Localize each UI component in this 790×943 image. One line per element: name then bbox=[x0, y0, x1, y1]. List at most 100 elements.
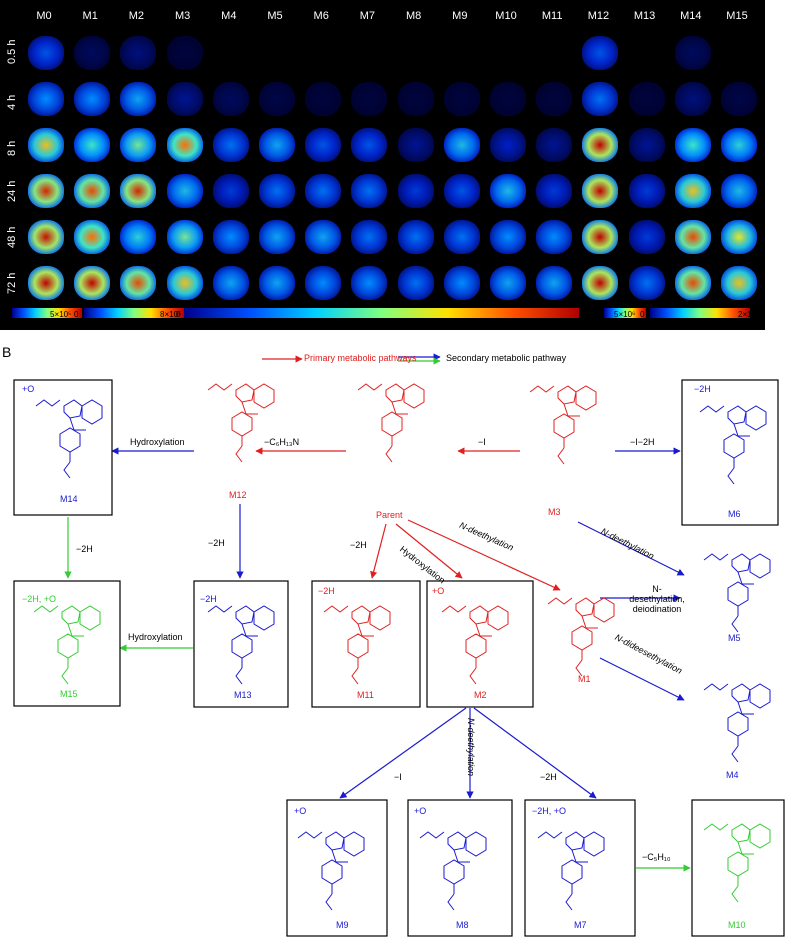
image-cell-m15-2 bbox=[721, 128, 757, 162]
legend-primary-label: Primary metabolic pathways bbox=[304, 353, 417, 363]
colorbar-segment-0 bbox=[12, 308, 82, 318]
arrow-parent-m2 bbox=[395, 523, 463, 579]
label-m2-m9: −I bbox=[394, 772, 402, 782]
image-cell-m5-1 bbox=[259, 82, 295, 116]
image-cell-m14-1 bbox=[674, 82, 711, 116]
column-label-m6: M6 bbox=[313, 10, 329, 22]
label-m12-m13: −2H bbox=[208, 538, 225, 548]
image-cell-m7-3 bbox=[351, 174, 388, 208]
image-cell-m0-2 bbox=[28, 128, 64, 162]
image-cell-m11-4 bbox=[536, 220, 573, 254]
image-cell-m5-3 bbox=[259, 174, 295, 208]
label-parent-m12: −C₆H₁₃N bbox=[264, 437, 300, 447]
label-m13-m15: Hydroxylation bbox=[128, 632, 183, 642]
name-m3: M3 bbox=[548, 507, 561, 517]
colorbar-label-2: 0 bbox=[74, 310, 79, 319]
structure-m7 bbox=[537, 831, 605, 911]
image-cell-m2-2 bbox=[120, 128, 157, 162]
label-m14-m15: −2H bbox=[76, 544, 93, 554]
image-cell-m3-0 bbox=[166, 36, 203, 70]
image-cell-m14-5 bbox=[674, 266, 711, 300]
name-m11: M11 bbox=[357, 690, 374, 700]
colorbar-label-7: 5×10⁶ bbox=[614, 310, 636, 319]
image-cell-m14-2 bbox=[674, 128, 711, 162]
image-cell-m10-1 bbox=[490, 82, 526, 116]
image-cell-m1-1 bbox=[74, 82, 111, 116]
name-m14: M14 bbox=[60, 494, 78, 504]
structure-m5 bbox=[703, 553, 771, 633]
box-m14 bbox=[13, 379, 113, 516]
image-cell-m2-4 bbox=[120, 220, 157, 254]
image-cell-m3-5 bbox=[166, 266, 203, 300]
image-cell-m12-4 bbox=[582, 220, 619, 254]
label-m2-m7: −2H bbox=[540, 772, 557, 782]
image-cell-m11-3 bbox=[536, 174, 573, 208]
image-cell-m4-2 bbox=[212, 128, 249, 162]
image-cell-m9-4 bbox=[443, 220, 480, 254]
box-m15 bbox=[13, 580, 121, 707]
image-cell-m7-1 bbox=[351, 82, 388, 116]
box-m8 bbox=[407, 799, 513, 937]
image-cell-m6-5 bbox=[305, 266, 342, 300]
image-cell-m1-5 bbox=[74, 266, 111, 300]
image-cell-m15-1 bbox=[721, 82, 757, 116]
colorbar-segment-3 bbox=[604, 308, 646, 318]
image-cell-m6-3 bbox=[305, 174, 342, 208]
name-m8: M8 bbox=[456, 920, 469, 930]
colorbar-segment-2 bbox=[184, 308, 579, 318]
column-label-m0: M0 bbox=[36, 10, 52, 22]
column-label-m15: M15 bbox=[726, 10, 748, 22]
image-cell-m5-2 bbox=[259, 128, 295, 162]
structure-m1 bbox=[547, 597, 615, 677]
image-cell-m0-3 bbox=[28, 174, 64, 208]
colorbar-label-5: 1×10⁵ bbox=[580, 310, 602, 319]
image-cell-m6-4 bbox=[305, 220, 342, 254]
name-m9: M9 bbox=[336, 920, 349, 930]
image-cell-m6-1 bbox=[305, 82, 342, 116]
image-cell-m5-4 bbox=[259, 220, 295, 254]
image-cell-m10-5 bbox=[490, 266, 526, 300]
image-cell-m14-0 bbox=[674, 36, 711, 70]
column-label-m12: M12 bbox=[587, 10, 610, 22]
image-cell-m9-1 bbox=[443, 82, 480, 116]
label-m3-m6: −I−2H bbox=[630, 437, 655, 447]
name-m15: M15 bbox=[60, 689, 78, 699]
image-cell-m3-4 bbox=[166, 220, 203, 254]
column-label-m3: M3 bbox=[174, 10, 191, 22]
image-cell-m15-3 bbox=[721, 174, 757, 208]
name-m2: M2 bbox=[474, 690, 487, 700]
column-label-m14: M14 bbox=[680, 10, 702, 22]
box-m11 bbox=[311, 580, 421, 708]
structure-m9 bbox=[297, 831, 365, 911]
image-cell-m12-2 bbox=[582, 128, 619, 162]
image-cell-m4-5 bbox=[212, 266, 249, 300]
image-cell-m13-2 bbox=[628, 128, 665, 162]
mod-m11: −2H bbox=[318, 586, 335, 596]
arrow-m3-m5 bbox=[577, 521, 685, 576]
image-cell-m3-1 bbox=[166, 82, 203, 116]
colorbar-label-3: 8×10⁵ bbox=[160, 310, 182, 319]
arrow-m2-m7 bbox=[473, 707, 597, 799]
arrow-parent-m11 bbox=[370, 523, 387, 579]
box-m9 bbox=[286, 799, 388, 937]
image-cell-m7-2 bbox=[351, 128, 388, 162]
structure-m3 bbox=[529, 385, 597, 465]
structure-m6 bbox=[699, 405, 767, 485]
structure-m15 bbox=[33, 605, 101, 685]
image-cell-m1-0 bbox=[74, 36, 111, 70]
box-m2 bbox=[426, 580, 534, 708]
structure-m10 bbox=[703, 823, 771, 903]
mod-m8: +O bbox=[414, 806, 427, 816]
image-cell-m9-2 bbox=[443, 128, 480, 162]
column-label-m13: M13 bbox=[633, 10, 656, 22]
image-cell-m8-4 bbox=[397, 220, 434, 254]
label-m12-m14: Hydroxylation bbox=[130, 437, 185, 447]
image-cell-m0-4 bbox=[28, 220, 64, 254]
mod-m13: −2H bbox=[200, 594, 217, 604]
colorbar-segment-4 bbox=[650, 308, 750, 318]
image-cell-m13-1 bbox=[628, 82, 665, 116]
image-cell-m8-3 bbox=[397, 174, 434, 208]
arrow-parent-m1 bbox=[407, 519, 561, 591]
legend-secondary-label: Secondary metabolic pathway bbox=[446, 353, 567, 363]
image-cell-m0-5 bbox=[28, 266, 64, 300]
